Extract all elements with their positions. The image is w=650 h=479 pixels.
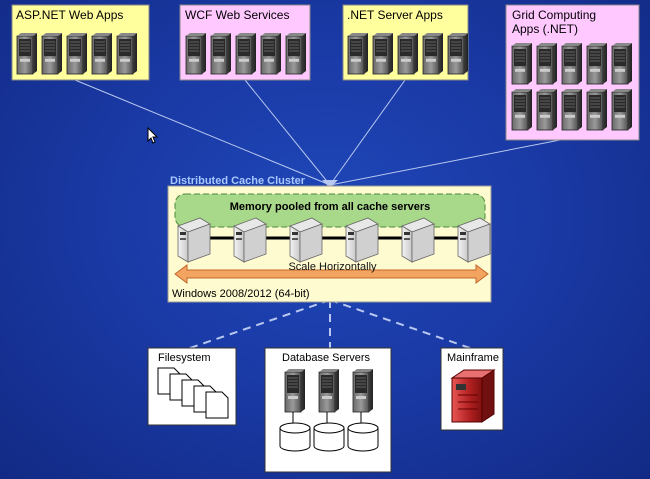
filesystem-label: Filesystem (158, 352, 211, 364)
server-tower-icon (372, 33, 393, 75)
server-tower-icon (210, 33, 231, 75)
server-tower-icon (66, 33, 87, 75)
client-connections (74, 79, 561, 186)
document-stack-icon (157, 367, 229, 419)
server-tower-icon (536, 43, 557, 85)
database-cylinder-icon (313, 422, 345, 452)
server-tower-icon (285, 33, 306, 75)
cache-server-icon (289, 217, 323, 263)
cache-server-icon (177, 217, 211, 263)
server-tower-icon (586, 43, 607, 85)
scale-arrow-icon (174, 264, 489, 284)
mainframe-label: Mainframe (447, 352, 499, 364)
server-tower-icon (586, 89, 607, 131)
wcf-services-label: WCF Web Services (185, 8, 290, 22)
server-tower-icon (185, 33, 206, 75)
database-servers-label: Database Servers (282, 352, 371, 364)
server-tower-icon (116, 33, 137, 75)
server-tower-icon (16, 33, 37, 75)
cache-server-icon (401, 217, 435, 263)
server-tower-icon (41, 33, 62, 75)
db-servers (279, 369, 379, 452)
server-tower-icon (347, 33, 368, 75)
memory-pool-label: Memory pooled from all cache servers (229, 201, 431, 213)
server-tower-icon (235, 33, 256, 75)
server-tower-icon (611, 89, 632, 131)
scale-label: Scale Horizontally (288, 261, 377, 273)
client-servers (16, 33, 632, 131)
net-server-apps-label: .NET Server Apps (347, 8, 443, 22)
server-tower-icon (561, 43, 582, 85)
server-tower-icon (397, 33, 418, 75)
mouse-cursor-icon (147, 127, 159, 144)
os-label: Windows 2008/2012 (64-bit) (172, 288, 310, 300)
server-tower-icon (536, 89, 557, 131)
cache-cluster-title: Distributed Cache Cluster (170, 175, 306, 187)
storage-connections (189, 299, 471, 349)
server-tower-icon (511, 89, 532, 131)
server-tower-icon (511, 43, 532, 85)
server-tower-icon (318, 369, 339, 413)
grid-computing-label: Grid Computing Apps (.NET) (512, 8, 597, 36)
arrow-head-icon (322, 180, 338, 188)
cache-server-icon (457, 217, 491, 263)
server-tower-icon (284, 369, 305, 413)
server-tower-icon (422, 33, 443, 75)
server-tower-icon (447, 33, 468, 75)
server-tower-icon (611, 43, 632, 85)
mainframe-icon (450, 369, 496, 423)
cache-servers (177, 217, 491, 263)
database-cylinder-icon (279, 422, 311, 452)
server-tower-icon (352, 369, 373, 413)
cache-server-icon (233, 217, 267, 263)
database-cylinder-icon (347, 422, 379, 452)
server-tower-icon (260, 33, 281, 75)
memory-pool-band (174, 193, 486, 228)
cache-server-icon (345, 217, 379, 263)
aspnet-apps-label: ASP.NET Web Apps (16, 8, 124, 22)
server-tower-icon (91, 33, 112, 75)
server-tower-icon (561, 89, 582, 131)
